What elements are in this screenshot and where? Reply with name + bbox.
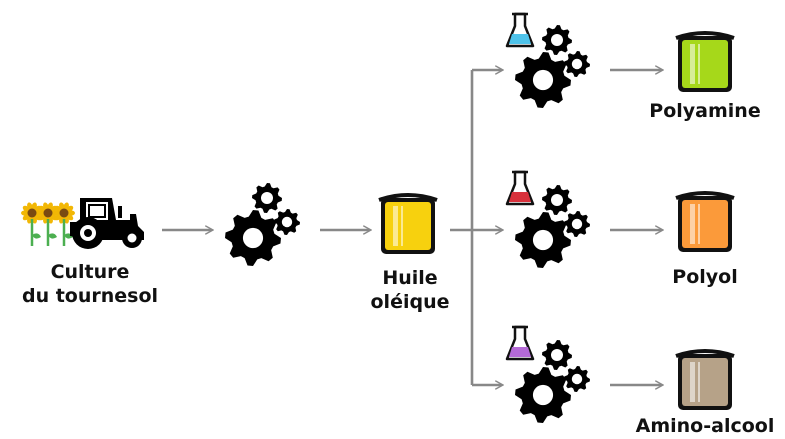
gears-icon	[515, 340, 590, 423]
oil-label-line2: oléique	[370, 291, 450, 313]
product-label-text: Polyol	[672, 266, 738, 288]
arrows	[162, 70, 662, 385]
source-label: Culture du tournesol	[5, 260, 175, 308]
product-label-text: Amino-alcool	[635, 415, 775, 437]
barrel-icon	[378, 193, 438, 254]
product-label-polyol: Polyol	[630, 265, 780, 289]
oil-label: Huile oléique	[350, 266, 470, 314]
gears-icon	[515, 25, 590, 108]
tractor-icon	[70, 198, 144, 249]
barrel-icon	[675, 31, 735, 92]
barrel-icon	[675, 191, 735, 252]
branch-trunk	[450, 70, 474, 385]
barrel-icon	[675, 349, 735, 410]
source-label-line2: du tournesol	[21, 285, 159, 307]
flask-icon	[505, 12, 535, 48]
oil-label-line1: Huile	[382, 267, 438, 289]
gears-icon	[225, 183, 300, 266]
product-label-polyamine: Polyamine	[630, 99, 780, 123]
flask-icon	[505, 325, 535, 361]
flask-icon	[505, 170, 535, 206]
product-label-text: Polyamine	[649, 100, 761, 122]
product-label-aminoalcool: Amino-alcool	[622, 414, 785, 438]
source-label-line1: Culture	[50, 261, 130, 283]
gears-icon	[515, 185, 590, 268]
sunflower-icon	[21, 202, 75, 246]
